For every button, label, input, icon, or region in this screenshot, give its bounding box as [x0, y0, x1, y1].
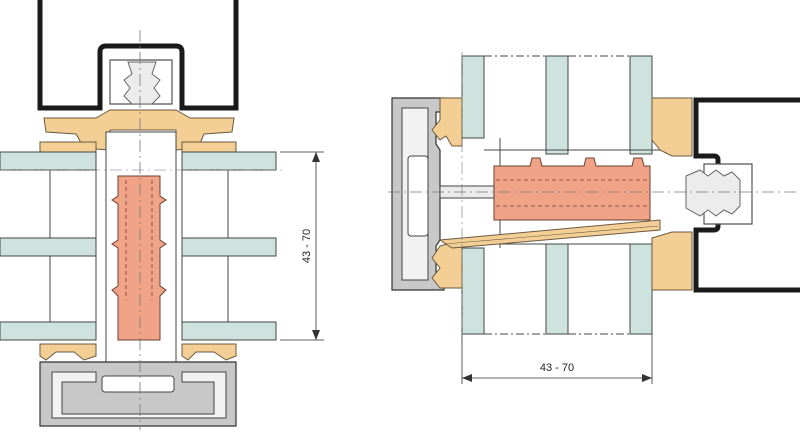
right-glass-2: [545, 55, 569, 155]
left-top-seal-right: [181, 141, 237, 153]
left-glass-1: [0, 151, 97, 171]
right-glass-6: [629, 243, 653, 335]
left-salmon-core: [111, 175, 167, 341]
left-glass-2: [0, 237, 97, 257]
left-section: 43 - 70: [0, 0, 324, 430]
left-top-seal-left: [39, 141, 97, 153]
right-salmon-core: [493, 157, 651, 221]
right-glass-5: [545, 243, 569, 335]
right-gasket-right-top: [651, 97, 693, 157]
left-steel-profile: [37, 0, 239, 111]
left-glass-3: [0, 321, 97, 341]
left-glass-4: [181, 151, 277, 171]
right-glass-4: [461, 247, 485, 335]
left-glass-5: [181, 237, 277, 257]
left-wedge-clip: [123, 61, 161, 105]
left-aluminium-inner: [51, 371, 227, 419]
left-glass-6: [181, 321, 277, 341]
right-glass-1: [461, 55, 485, 139]
left-dimension-label: 43 - 70: [301, 229, 313, 263]
right-glass-3: [629, 55, 653, 155]
left-bottom-gasket: [39, 343, 97, 361]
right-gasket-left-bottom: [431, 239, 463, 289]
right-section: 43 - 70: [388, 52, 800, 384]
right-wedge-clip: [685, 169, 741, 217]
right-gasket-right-bottom: [651, 231, 693, 291]
right-wedge-rail: [438, 219, 661, 249]
right-dimension-label: 43 - 70: [540, 362, 574, 374]
left-bottom-gasket-right: [181, 343, 237, 361]
